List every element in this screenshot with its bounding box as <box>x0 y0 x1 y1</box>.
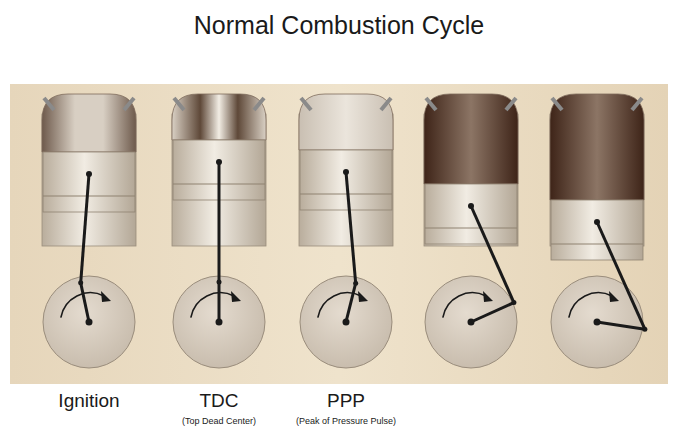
diagram-title: Normal Combustion Cycle <box>194 12 484 40</box>
engine-cylinder <box>299 94 393 368</box>
rotation-arrow <box>191 293 234 318</box>
engine-cylinder <box>550 94 647 368</box>
rotation-arrow <box>443 293 486 318</box>
engine-cylinder <box>42 94 136 368</box>
arrow-head <box>358 291 368 302</box>
rotation-arrow <box>61 293 104 318</box>
arrow-head <box>483 291 493 302</box>
arrow-head <box>231 291 241 302</box>
stage-label: Ignition <box>58 391 119 412</box>
stage-subtitle: (Peak of Pressure Pulse) <box>296 417 396 427</box>
arrow-head <box>609 291 619 302</box>
rotation-arrow <box>569 293 612 318</box>
rotation-arrow <box>318 293 361 318</box>
stage-label: TDC <box>199 391 238 412</box>
engine-cylinder <box>424 94 518 368</box>
arrow-head <box>101 291 111 302</box>
engine-cylinder <box>172 94 266 368</box>
stage-label: PPP <box>327 391 365 412</box>
stage-subtitle: (Top Dead Center) <box>182 417 256 427</box>
